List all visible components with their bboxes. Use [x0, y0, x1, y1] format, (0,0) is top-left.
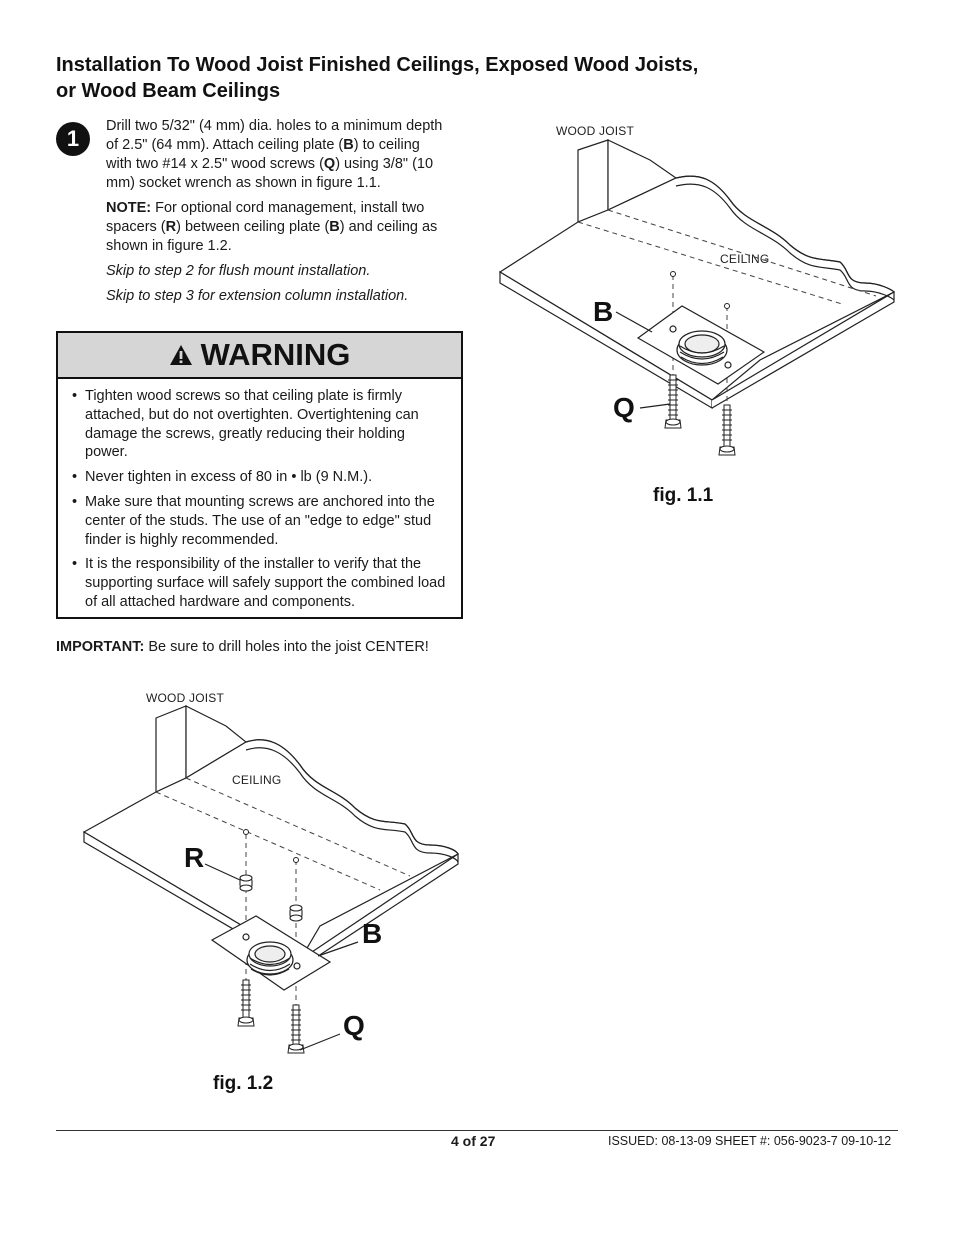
- important-note: IMPORTANT: Be sure to drill holes into t…: [56, 639, 429, 655]
- warning-title: WARNING: [200, 337, 351, 372]
- fig-1-2-callout-r: R: [184, 842, 205, 873]
- fig-1-2-wood-joist-label: WOOD JOIST: [146, 691, 224, 705]
- wood-screws-q: [237, 979, 305, 1054]
- page-title: Installation To Wood Joist Finished Ceil…: [56, 52, 816, 104]
- skip-extension-column-note: Skip to step 3 for extension column inst…: [106, 288, 409, 304]
- warning-triangle-icon: [169, 345, 192, 365]
- page-number: 4 of 27: [451, 1133, 496, 1149]
- warning-item: It is the responsibility of the installe…: [72, 555, 451, 611]
- fig-1-1-callout-q: Q: [613, 392, 635, 423]
- warning-item: Make sure that mounting screws are ancho…: [72, 493, 451, 549]
- fig-1-2-callout-b: B: [362, 918, 383, 949]
- skip-flush-mount-note: Skip to step 2 for flush mount installat…: [106, 263, 371, 279]
- issued-sheet-info: ISSUED: 08-13-09 SHEET #: 056-9023-7 09-…: [608, 1134, 892, 1148]
- warning-list: Tighten wood screws so that ceiling plat…: [58, 379, 461, 612]
- step-1-note: NOTE: For optional cord management, inst…: [106, 200, 438, 254]
- fig-1-1-ceiling-label: CEILING: [720, 252, 770, 266]
- warning-box: WARNING Tighten wood screws so that ceil…: [56, 331, 463, 619]
- wood-joist-side: [155, 705, 187, 793]
- fig-1-1-wood-joist-label: WOOD JOIST: [556, 124, 634, 138]
- fig-1-1-callout-b: B: [593, 296, 614, 327]
- page-title-line-2: or Wood Beam Ceilings: [56, 80, 281, 102]
- fig-1-2-callout-q: Q: [343, 1010, 365, 1041]
- page-title-line-1: Installation To Wood Joist Finished Ceil…: [56, 54, 699, 76]
- footer-divider: [56, 1130, 898, 1131]
- fig-1-1-caption: fig. 1.1: [653, 485, 714, 506]
- spacers-r: [239, 874, 303, 922]
- warning-item: Tighten wood screws so that ceiling plat…: [72, 387, 451, 462]
- step-1-instructions: Drill two 5/32" (4 mm) dia. holes to a m…: [106, 117, 446, 312]
- fig-1-2-ceiling-label: CEILING: [232, 773, 282, 787]
- warning-item: Never tighten in excess of 80 in • lb (9…: [72, 468, 451, 487]
- step-1-instruction: Drill two 5/32" (4 mm) dia. holes to a m…: [106, 118, 443, 191]
- step-number-badge: 1: [56, 122, 90, 156]
- fig-1-2-caption: fig. 1.2: [213, 1073, 274, 1094]
- wood-screws-q: [664, 374, 736, 456]
- warning-header: WARNING: [58, 333, 461, 379]
